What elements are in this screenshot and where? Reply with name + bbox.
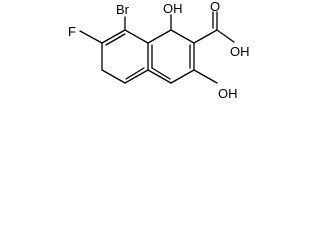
bond-oh-bottom (193, 69, 218, 84)
atom-oh-bottom: OH (218, 86, 238, 101)
bond-c1-c2 (170, 29, 195, 44)
bond-c8a-c1b (147, 29, 172, 44)
bond-c6-c5 (124, 69, 149, 84)
bond-f (79, 30, 103, 44)
bonds (79, 11, 235, 84)
bond-c6-c5-inner (125, 67, 145, 80)
atom-oh-top: OH (163, 1, 183, 16)
atom-f: F (68, 24, 76, 39)
bond-c2-cooh (193, 29, 218, 44)
bond-c7-c6 (101, 69, 126, 84)
bond-c8-c8a-inner (105, 33, 126, 46)
bond-c8-c8a (101, 29, 126, 44)
bond-c4-c4a (147, 69, 172, 84)
bond-c8a-c1 (124, 29, 149, 44)
atom-oh-acid: OH (230, 44, 250, 59)
atom-o-carbonyl: O (210, 0, 220, 14)
atom-labels: Br F OH O OH OH (68, 0, 250, 101)
bond-c4-c4a-inner (151, 67, 171, 80)
atom-br: Br (116, 2, 130, 17)
chemical-structure-diagram: Br F OH O OH OH (68, 0, 250, 101)
bond-c-oh-acid (216, 29, 235, 43)
bond-c3-c4 (170, 69, 195, 84)
